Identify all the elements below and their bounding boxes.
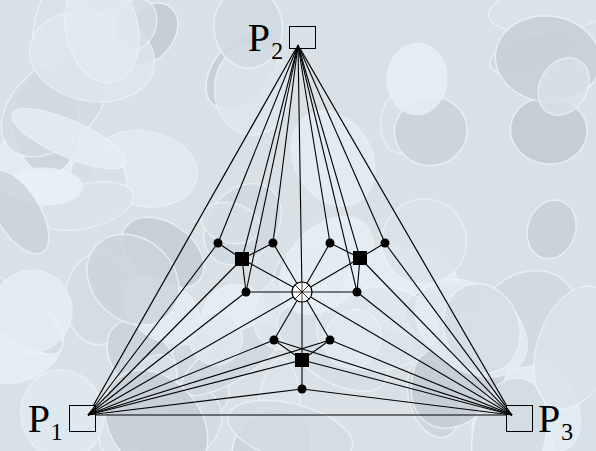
vertex-dot bbox=[326, 239, 335, 248]
point-label: P₁ bbox=[28, 399, 64, 439]
point-label: P₃ bbox=[538, 399, 574, 439]
graph-line bbox=[242, 45, 298, 259]
vertex-dot bbox=[242, 288, 251, 297]
terminal-square: P₃ bbox=[506, 405, 533, 432]
graph-line bbox=[302, 291, 357, 292]
graph-line bbox=[298, 45, 330, 243]
graph-line bbox=[246, 45, 298, 292]
graph-line bbox=[298, 45, 357, 292]
circle-spoke bbox=[292, 292, 302, 293]
pebble bbox=[528, 48, 596, 124]
center-circle bbox=[292, 282, 312, 302]
circle-spoke bbox=[295, 292, 302, 299]
circle-spoke bbox=[302, 285, 309, 292]
graph-line bbox=[302, 292, 512, 415]
graph-line bbox=[88, 389, 302, 415]
pebble bbox=[519, 194, 583, 266]
vertex-dot bbox=[381, 239, 390, 248]
vertex-dot bbox=[326, 336, 335, 345]
vertex-dot bbox=[353, 288, 362, 297]
triangle-side bbox=[96, 414, 506, 415]
graph-line bbox=[302, 389, 512, 415]
terminal-square: P₂ bbox=[289, 26, 316, 49]
graph-line bbox=[298, 45, 360, 258]
circle-spoke bbox=[302, 292, 312, 293]
pebble bbox=[431, 273, 533, 384]
graph-line bbox=[274, 340, 512, 415]
pebble bbox=[12, 361, 113, 451]
filled-square bbox=[353, 251, 367, 265]
pebble bbox=[5, 97, 133, 180]
circle-spoke bbox=[295, 285, 302, 292]
pebble bbox=[211, 0, 286, 71]
pebble bbox=[55, 0, 149, 90]
vertex-dot bbox=[214, 239, 223, 248]
pebble bbox=[0, 160, 61, 264]
pebble bbox=[374, 191, 474, 292]
graph-line bbox=[88, 360, 302, 415]
circle-spoke bbox=[302, 282, 303, 292]
filled-square bbox=[235, 252, 249, 266]
graph-line bbox=[298, 45, 302, 292]
graph-line bbox=[298, 45, 385, 243]
triangle-side bbox=[300, 49, 506, 405]
pebble bbox=[275, 96, 391, 221]
circle-spoke bbox=[302, 292, 303, 302]
graph-line bbox=[88, 292, 302, 415]
terminal-square: P₁ bbox=[69, 405, 96, 432]
filled-square bbox=[295, 353, 309, 367]
pebble bbox=[221, 389, 359, 451]
graph-line bbox=[246, 291, 302, 292]
graph-line bbox=[357, 292, 512, 415]
triangle-side bbox=[94, 49, 296, 405]
graph-line bbox=[218, 45, 298, 243]
graph-line bbox=[88, 292, 246, 415]
pebble bbox=[0, 256, 87, 367]
pebble bbox=[386, 42, 449, 116]
vertex-dot bbox=[270, 336, 279, 345]
circle-spoke bbox=[302, 292, 309, 299]
vertex-dot bbox=[298, 385, 307, 394]
point-label: P₂ bbox=[248, 18, 284, 58]
graph-line bbox=[302, 360, 512, 415]
vertex-dot bbox=[269, 239, 278, 248]
